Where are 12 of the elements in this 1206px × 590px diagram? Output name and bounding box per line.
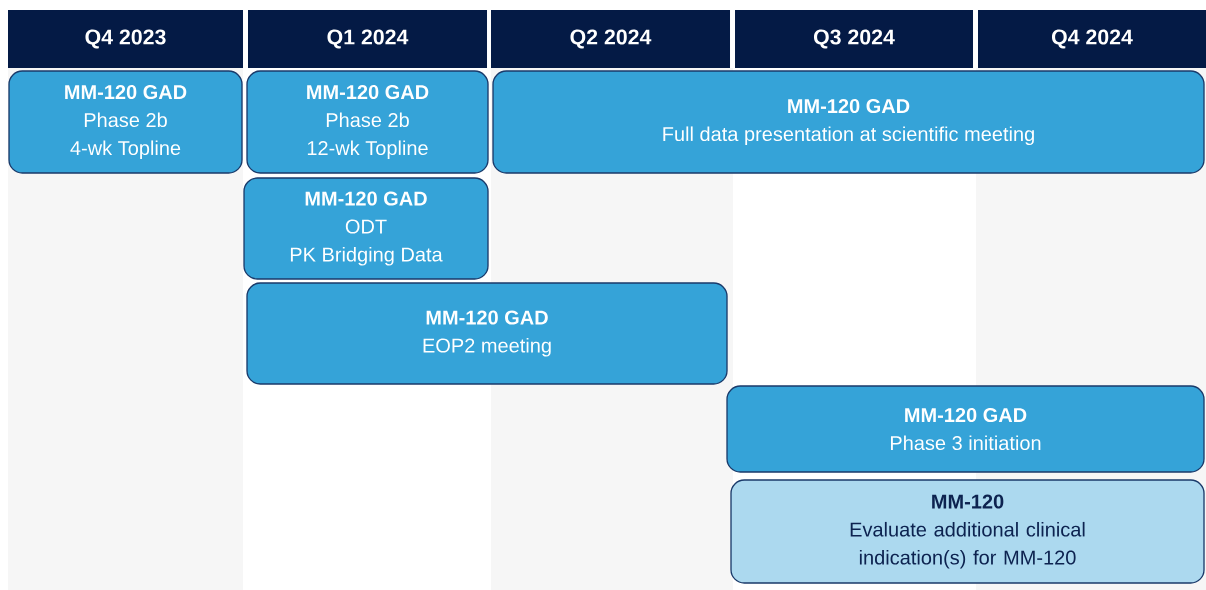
- milestone-box: MM-120 GAD Full data presentation at scientific meeting: [492, 70, 1205, 174]
- quarter-header: Q1 2024: [248, 10, 487, 68]
- milestone-box: MM-120 GAD Phase 2b 12-wk Topline: [246, 70, 489, 174]
- quarter-header: Q2 2024: [491, 10, 730, 68]
- milestone-box: MM-120 GAD EOP2 meeting: [246, 282, 728, 385]
- quarter-header: Q4 2024: [978, 10, 1206, 68]
- quarter-header: Q3 2024: [735, 10, 973, 68]
- quarter-header: Q4 2023: [8, 10, 243, 68]
- milestone-box: MM-120 GAD ODT PK Bridging Data: [243, 177, 489, 280]
- milestone-box: MM-120 GAD Phase 2b 4-wk Topline: [8, 70, 243, 174]
- milestone-box: MM-120 Evaluate additional clinical indication(s) for MM-120: [730, 479, 1205, 584]
- milestone-box: MM-120 GAD Phase 3 initiation: [726, 385, 1205, 473]
